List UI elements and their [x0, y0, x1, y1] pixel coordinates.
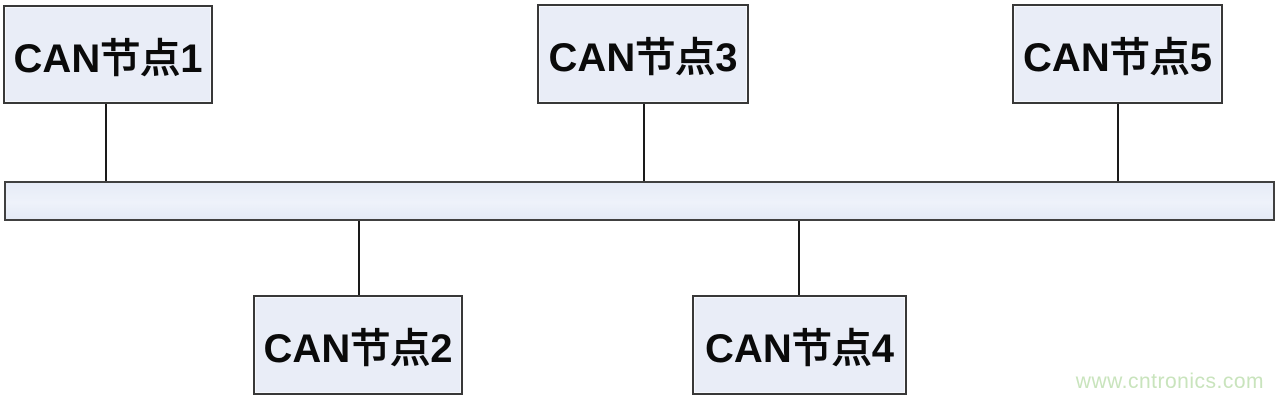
node-label-can-node-3: CAN节点3	[548, 36, 738, 80]
connector-bus-to-node2	[358, 221, 360, 295]
connector-bus-to-node4	[798, 221, 800, 295]
node-box-can-node-3: CAN节点3	[537, 4, 749, 104]
node-label-can-node-1: CAN节点1	[13, 36, 203, 81]
node-label-can-node-4: CAN节点4	[705, 327, 894, 371]
node-box-can-node-5: CAN节点5	[1012, 4, 1223, 104]
node-label-can-node-5: CAN节点5	[1023, 36, 1212, 80]
watermark-text: www.cntronics.com	[1075, 370, 1264, 393]
connector-node3-to-bus	[643, 104, 645, 181]
node-box-can-node-2: CAN节点2	[253, 295, 463, 395]
connector-node1-to-bus	[105, 104, 107, 181]
node-box-can-node-1: CAN节点1	[3, 5, 213, 104]
connector-node5-to-bus	[1117, 104, 1119, 181]
node-label-can-node-2: CAN节点2	[263, 327, 453, 371]
node-box-can-node-4: CAN节点4	[692, 295, 907, 395]
can-bus-bar	[4, 181, 1275, 221]
